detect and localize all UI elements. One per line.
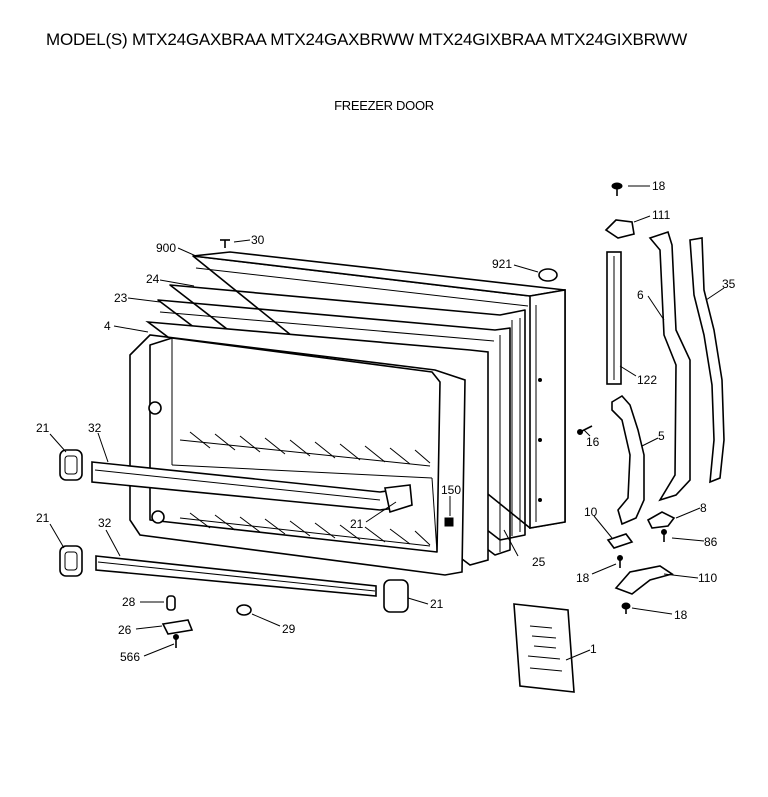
callout-35: 35 xyxy=(722,277,736,291)
callout-8: 8 xyxy=(700,501,707,515)
callout-566: 566 xyxy=(120,650,140,664)
callout-numbers: 18 111 30 900 921 24 23 4 6 35 122 21 32… xyxy=(36,179,736,664)
callout-26: 26 xyxy=(118,623,132,637)
part-21-end-cap-b xyxy=(59,545,83,577)
callout-1: 1 xyxy=(590,642,597,656)
part-86-screw xyxy=(661,529,667,542)
callout-18: 18 xyxy=(576,571,590,585)
callout-28: 28 xyxy=(122,595,136,609)
part-900-door-outer-panel xyxy=(192,251,566,529)
part-110-hinge xyxy=(614,565,674,595)
part-16-screw xyxy=(577,425,593,435)
callout-30: 30 xyxy=(251,233,265,247)
part-26-plate xyxy=(161,619,194,635)
callout-6: 6 xyxy=(637,288,644,302)
callout-4: 4 xyxy=(104,319,111,333)
callout-leaders xyxy=(49,185,725,661)
part-111-hinge-cap xyxy=(604,219,635,239)
part-18-screw-top xyxy=(611,182,623,196)
part-4-door-liner xyxy=(129,320,489,576)
callout-21: 21 xyxy=(36,511,50,525)
callout-29: 29 xyxy=(282,622,296,636)
part-6-trim-strip xyxy=(648,230,691,502)
part-32-shelf-bar-lower xyxy=(95,555,377,597)
part-21-end-cap-c xyxy=(383,579,409,613)
callout-24: 24 xyxy=(146,272,160,286)
callout-122: 122 xyxy=(637,373,657,387)
models-heading: MODEL(S) MTX24GAXBRAA MTX24GAXBRWW MTX24… xyxy=(46,30,688,49)
part-122-bracket xyxy=(606,251,622,385)
callout-18: 18 xyxy=(652,179,666,193)
part-5-door-handle xyxy=(611,394,645,526)
part-28-pin xyxy=(166,595,176,611)
part-566-screw xyxy=(173,634,179,648)
section-title: FREEZER DOOR xyxy=(334,98,434,113)
part-1-instruction-booklet xyxy=(513,603,575,693)
part-29-grommet xyxy=(236,604,252,616)
callout-900: 900 xyxy=(156,241,176,255)
part-30-screw xyxy=(220,239,230,248)
part-150-screw xyxy=(444,517,454,527)
callout-25: 25 xyxy=(532,555,546,569)
callout-16: 16 xyxy=(586,435,600,449)
callout-21: 21 xyxy=(350,517,364,531)
part-10-hinge xyxy=(606,533,634,549)
part-921-plug xyxy=(538,268,558,282)
callout-110: 110 xyxy=(698,571,717,585)
part-18-screw-bottom xyxy=(621,602,631,614)
callout-111: 111 xyxy=(652,208,671,222)
part-32-shelf-bar-upper xyxy=(91,461,413,514)
callout-18: 18 xyxy=(674,608,688,622)
callout-32: 32 xyxy=(88,421,102,435)
callout-150: 150 xyxy=(441,483,461,497)
callout-32: 32 xyxy=(98,516,112,530)
callout-86: 86 xyxy=(704,535,718,549)
part-35-trim-strip xyxy=(689,237,725,484)
part-8-hinge xyxy=(646,511,676,529)
callout-10: 10 xyxy=(584,505,598,519)
callout-23: 23 xyxy=(114,291,128,305)
callout-21: 21 xyxy=(36,421,50,435)
part-21-end-cap-a xyxy=(59,449,83,481)
callout-921: 921 xyxy=(492,257,512,271)
part-18-screw-mid xyxy=(617,555,623,568)
callout-5: 5 xyxy=(658,429,665,443)
callout-21: 21 xyxy=(430,597,444,611)
